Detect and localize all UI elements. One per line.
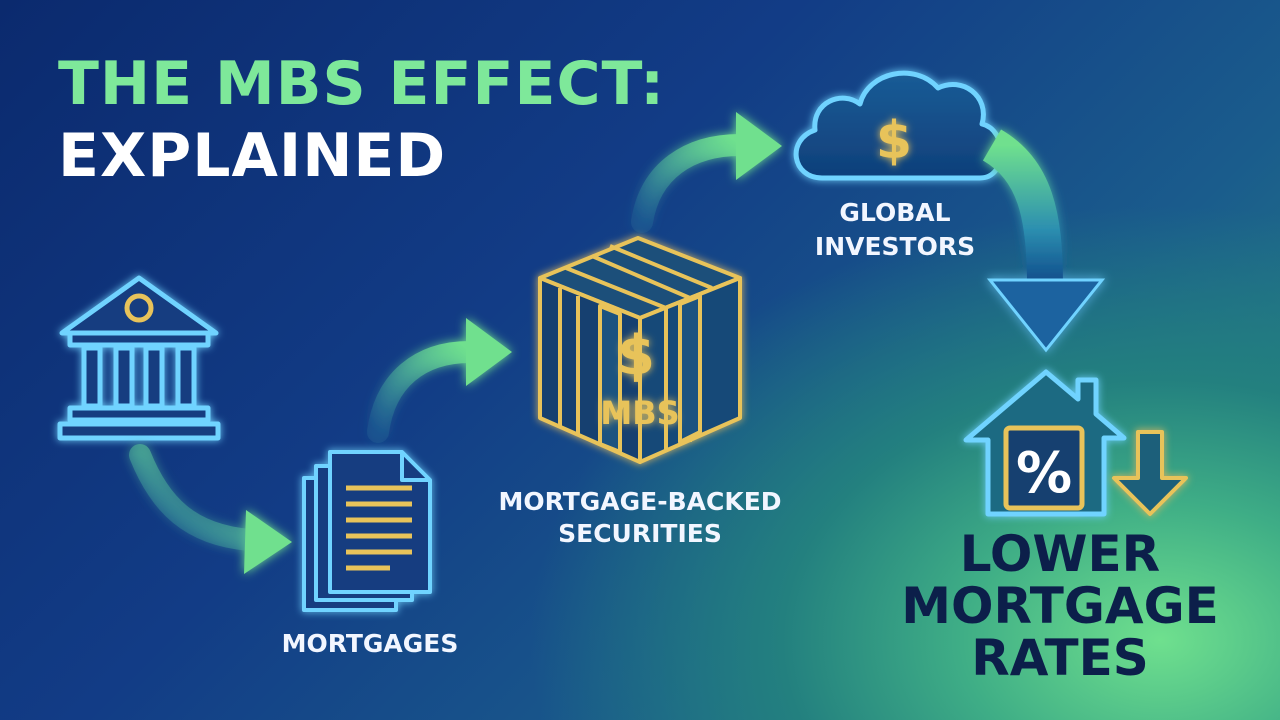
crate-dollar-sign: $ bbox=[617, 324, 655, 387]
investors-label: GLOBAL INVESTORS bbox=[790, 196, 1000, 264]
cloud-dollar-sign: $ bbox=[876, 111, 912, 171]
arrow-mbs-to-investors bbox=[631, 112, 782, 233]
result-label-line-3: RATES bbox=[971, 629, 1149, 687]
investors-label-line-1: GLOBAL bbox=[839, 198, 951, 227]
result-label-line-1: LOWER bbox=[959, 525, 1161, 583]
mortgages-label-text: MORTGAGES bbox=[281, 629, 459, 658]
mbs-label-line-1: MORTGAGE-BACKED bbox=[498, 487, 782, 516]
page-title: THE MBS EFFECT: EXPLAINED bbox=[58, 48, 665, 192]
arrow-bank-to-mortgages bbox=[129, 444, 292, 574]
mortgages-label: MORTGAGES bbox=[270, 628, 470, 660]
result-label-line-2: MORTGAGE bbox=[901, 577, 1219, 635]
investors-label-line-2: INVESTORS bbox=[814, 232, 976, 261]
crate-mbs-label: MBS bbox=[600, 394, 679, 432]
mbs-label-line-2: SECURITIES bbox=[558, 519, 722, 548]
title-line-1: THE MBS EFFECT: bbox=[58, 49, 666, 119]
house-icon bbox=[963, 369, 1127, 517]
cloud-icon bbox=[793, 70, 1004, 181]
result-label: LOWER MORTGAGE RATES bbox=[870, 528, 1250, 684]
house-percent-sign: % bbox=[1016, 441, 1072, 506]
title-line-2: EXPLAINED bbox=[58, 121, 447, 191]
mbs-crate-icon bbox=[538, 236, 742, 464]
documents-icon bbox=[302, 450, 432, 612]
arrow-investors-to-rates bbox=[982, 129, 1106, 353]
mbs-label: MORTGAGE-BACKED SECURITIES bbox=[470, 486, 810, 550]
down-arrow-icon bbox=[1112, 430, 1188, 516]
bank-icon bbox=[57, 275, 221, 441]
arrow-mortgages-to-mbs bbox=[367, 318, 512, 443]
